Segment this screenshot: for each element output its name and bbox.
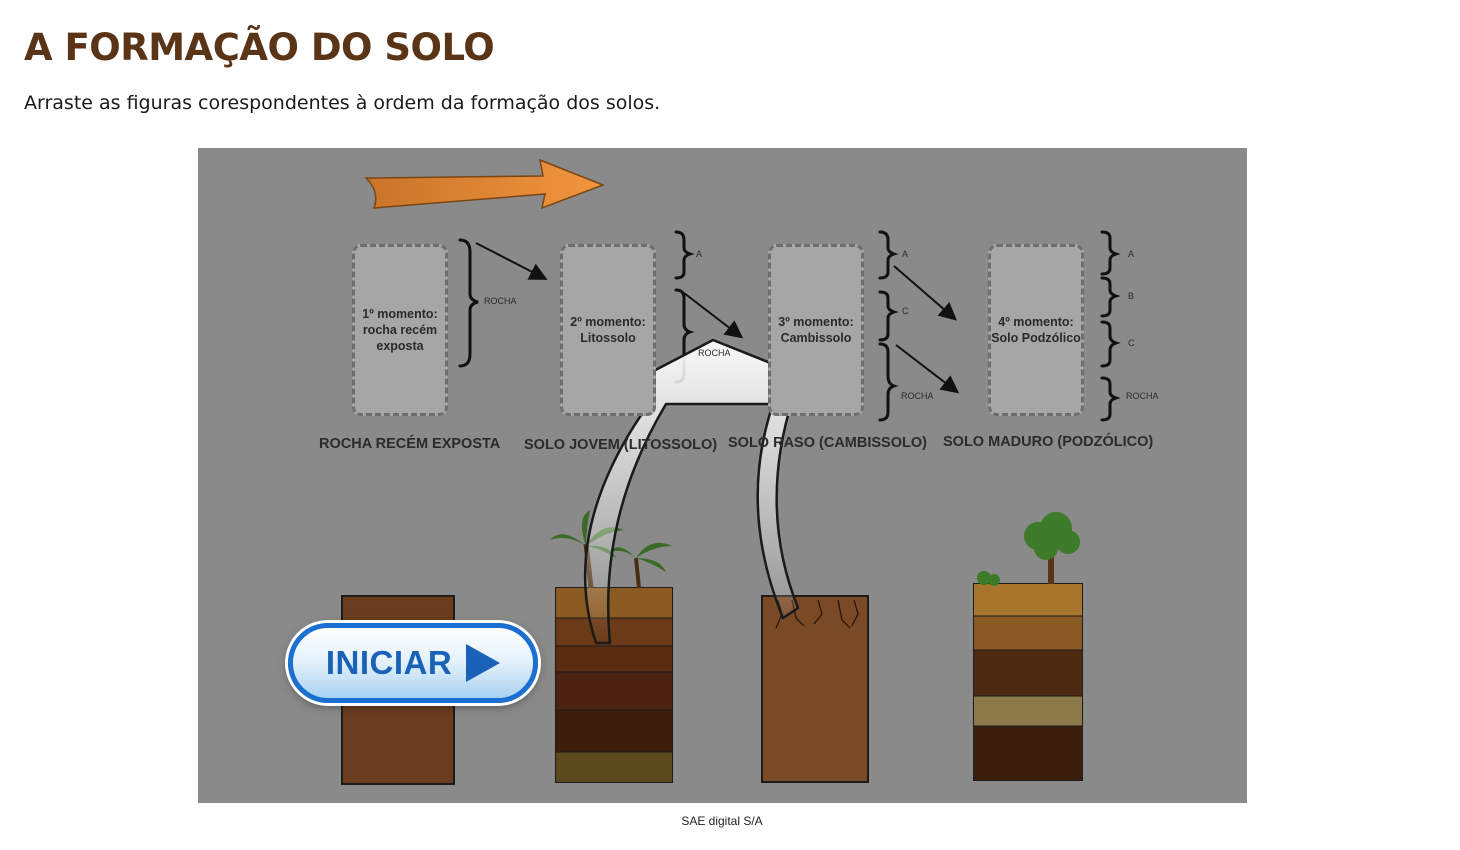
drop-slot-2[interactable]: 2º momento: Litossolo xyxy=(560,244,656,416)
drop-slot-1[interactable]: 1º momento: rocha recém exposta xyxy=(352,244,448,416)
horizon-label: ROCHA xyxy=(1126,391,1159,401)
soil-figure-litossolo xyxy=(550,510,673,783)
horizon-label: A xyxy=(1128,249,1135,259)
progress-arrow-icon xyxy=(364,158,606,210)
drop-slot-4[interactable]: 4º momento: Solo Podzólico xyxy=(988,244,1084,416)
drop-slot-2-label: 2º momento: Litossolo xyxy=(570,315,646,345)
horizon-label: C xyxy=(1128,338,1135,348)
drop-slot-3[interactable]: 3º momento: Cambissolo xyxy=(768,244,864,416)
stage-label-2: SOLO JOVEM (LITOSSOLO) xyxy=(524,437,718,453)
horizon-label: ROCHA xyxy=(484,296,517,306)
drop-slot-1-label: 1º momento: rocha recém exposta xyxy=(362,307,438,353)
stage-label-1: ROCHA RECÉM EXPOSTA xyxy=(319,436,501,452)
horizon-label: B xyxy=(1128,291,1135,301)
horizon-label: C xyxy=(902,306,909,316)
stage-label-4: SOLO MADURO (PODZÓLICO) xyxy=(943,434,1154,450)
credit-text: SAE digital S/A xyxy=(681,814,763,828)
start-button-label: INICIAR xyxy=(325,644,453,681)
stage-label-3: SOLO RASO (CAMBISSOLO) xyxy=(728,435,927,451)
horizon-label: A xyxy=(696,249,703,259)
horizon-label: ROCHA xyxy=(698,348,731,358)
drop-slot-4-label: 4º momento: Solo Podzólico xyxy=(991,315,1081,345)
play-icon xyxy=(466,644,501,682)
instruction-text: Arraste as figuras corespondentes à orde… xyxy=(24,92,661,114)
page-title: A FORMAÇÃO DO SOLO xyxy=(24,26,495,69)
soil-figure-podzolico xyxy=(973,512,1083,781)
horizon-label: A xyxy=(902,249,909,259)
start-button[interactable]: INICIAR xyxy=(288,623,538,703)
horizon-label: ROCHA xyxy=(901,391,934,401)
soil-figure-cambissolo xyxy=(761,595,869,783)
activity-stage: 1º momento: rocha recém exposta 2º momen… xyxy=(198,148,1247,803)
drop-slot-3-label: 3º momento: Cambissolo xyxy=(778,315,854,345)
